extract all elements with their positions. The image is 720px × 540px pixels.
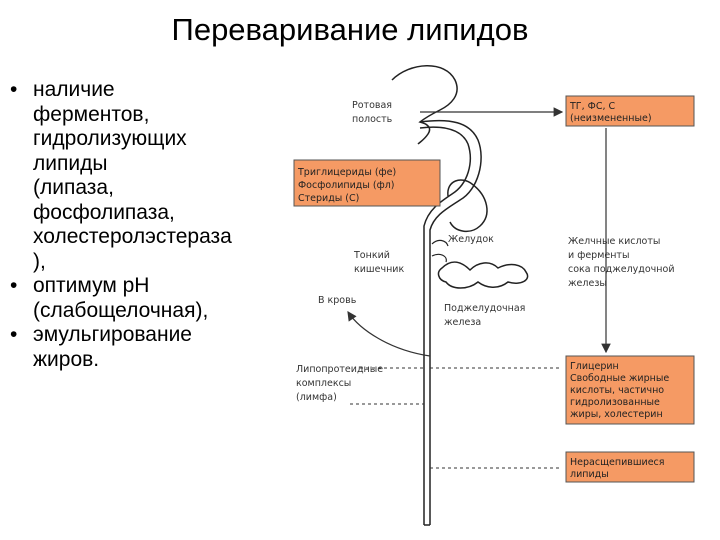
stomach-shape [447,179,488,233]
label-bile: Желчные кислоты и ферменты сока поджелуд… [568,236,678,289]
box-unchanged [565,95,695,127]
label-stomach: Желудок [448,234,494,245]
box-input-lipids [293,159,441,207]
bullet-item: • оптимум рН (слабощелочная), [10,274,310,323]
box-input-text: Триглицериды (фе) Фосфолипиды (фл) Стери… [297,167,399,204]
label-intestine: Тонкий кишечник [353,250,404,275]
box-products [565,355,695,425]
bullet-dot: • [10,78,18,101]
pancreas-shape [437,261,529,289]
label-blood: В кровь [318,295,357,306]
box-products-text: Глицерин Свободные жирные кислоты, части… [570,361,672,420]
arrow-to-blood [347,311,431,357]
page-title: Переваривание липидов [171,12,529,47]
head-outline [391,65,458,145]
label-lipoproteins: Липопротеидные комплексы (лимфа) [296,364,386,403]
bullet-list: • наличие ферментов, гидролизующих липид… [10,78,310,372]
bullet-dot: • [10,274,18,297]
label-pancreas: Поджелудочная железа [444,303,528,328]
intestine-loops [431,239,449,263]
box-undigested-text: Нерасщепившиеся липиды [570,457,668,480]
digestive-tract-inner [419,126,472,525]
bullet-text: наличие ферментов, гидролизующих липиды … [33,78,232,273]
digestive-tract [419,119,482,525]
box-unchanged-text: ТГ, ФС, С (неизмененные) [569,101,652,124]
bullet-text: оптимум рН (слабощелочная), [33,274,209,322]
bullet-text: эмульгирование жиров. [33,323,192,371]
bullet-item: • эмульгирование жиров. [10,323,310,372]
box-undigested [565,451,695,483]
bullet-dot: • [10,323,18,346]
label-mouth: Ротовая полость [352,100,395,125]
bullet-item: • наличие ферментов, гидролизующих липид… [10,78,310,274]
